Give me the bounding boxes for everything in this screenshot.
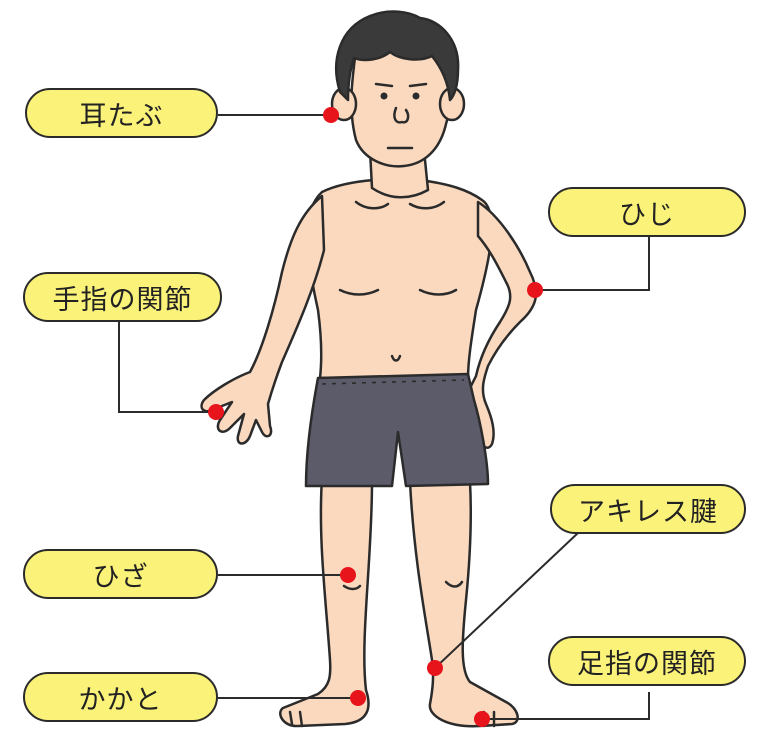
label-knee-text: ひざ bbox=[93, 555, 149, 594]
label-toe-joint: 足指の関節 bbox=[548, 636, 746, 686]
marker-earlobe bbox=[323, 107, 339, 123]
label-finger-joint-text: 手指の関節 bbox=[53, 278, 193, 317]
label-elbow: ひじ bbox=[548, 187, 746, 237]
label-knee: ひざ bbox=[23, 549, 218, 599]
label-finger-joint: 手指の関節 bbox=[23, 272, 222, 322]
connector-toe-joint bbox=[482, 692, 649, 719]
marker-elbow bbox=[527, 282, 543, 298]
marker-knee bbox=[340, 567, 356, 583]
marker-achilles bbox=[427, 660, 443, 676]
connector-elbow bbox=[535, 237, 649, 290]
marker-finger-joint bbox=[208, 404, 224, 420]
label-elbow-text: ひじ bbox=[619, 193, 675, 232]
label-earlobe: 耳たぶ bbox=[25, 88, 218, 138]
label-achilles: アキレス腱 bbox=[550, 484, 746, 534]
label-toe-joint-text: 足指の関節 bbox=[577, 642, 717, 681]
connector-finger-joint bbox=[119, 322, 216, 412]
label-earlobe-text: 耳たぶ bbox=[80, 94, 164, 133]
label-achilles-text: アキレス腱 bbox=[578, 490, 718, 529]
label-heel: かかと bbox=[23, 672, 218, 722]
marker-heel bbox=[350, 690, 366, 706]
label-heel-text: かかと bbox=[79, 678, 163, 717]
marker-toe-joint bbox=[474, 711, 490, 727]
